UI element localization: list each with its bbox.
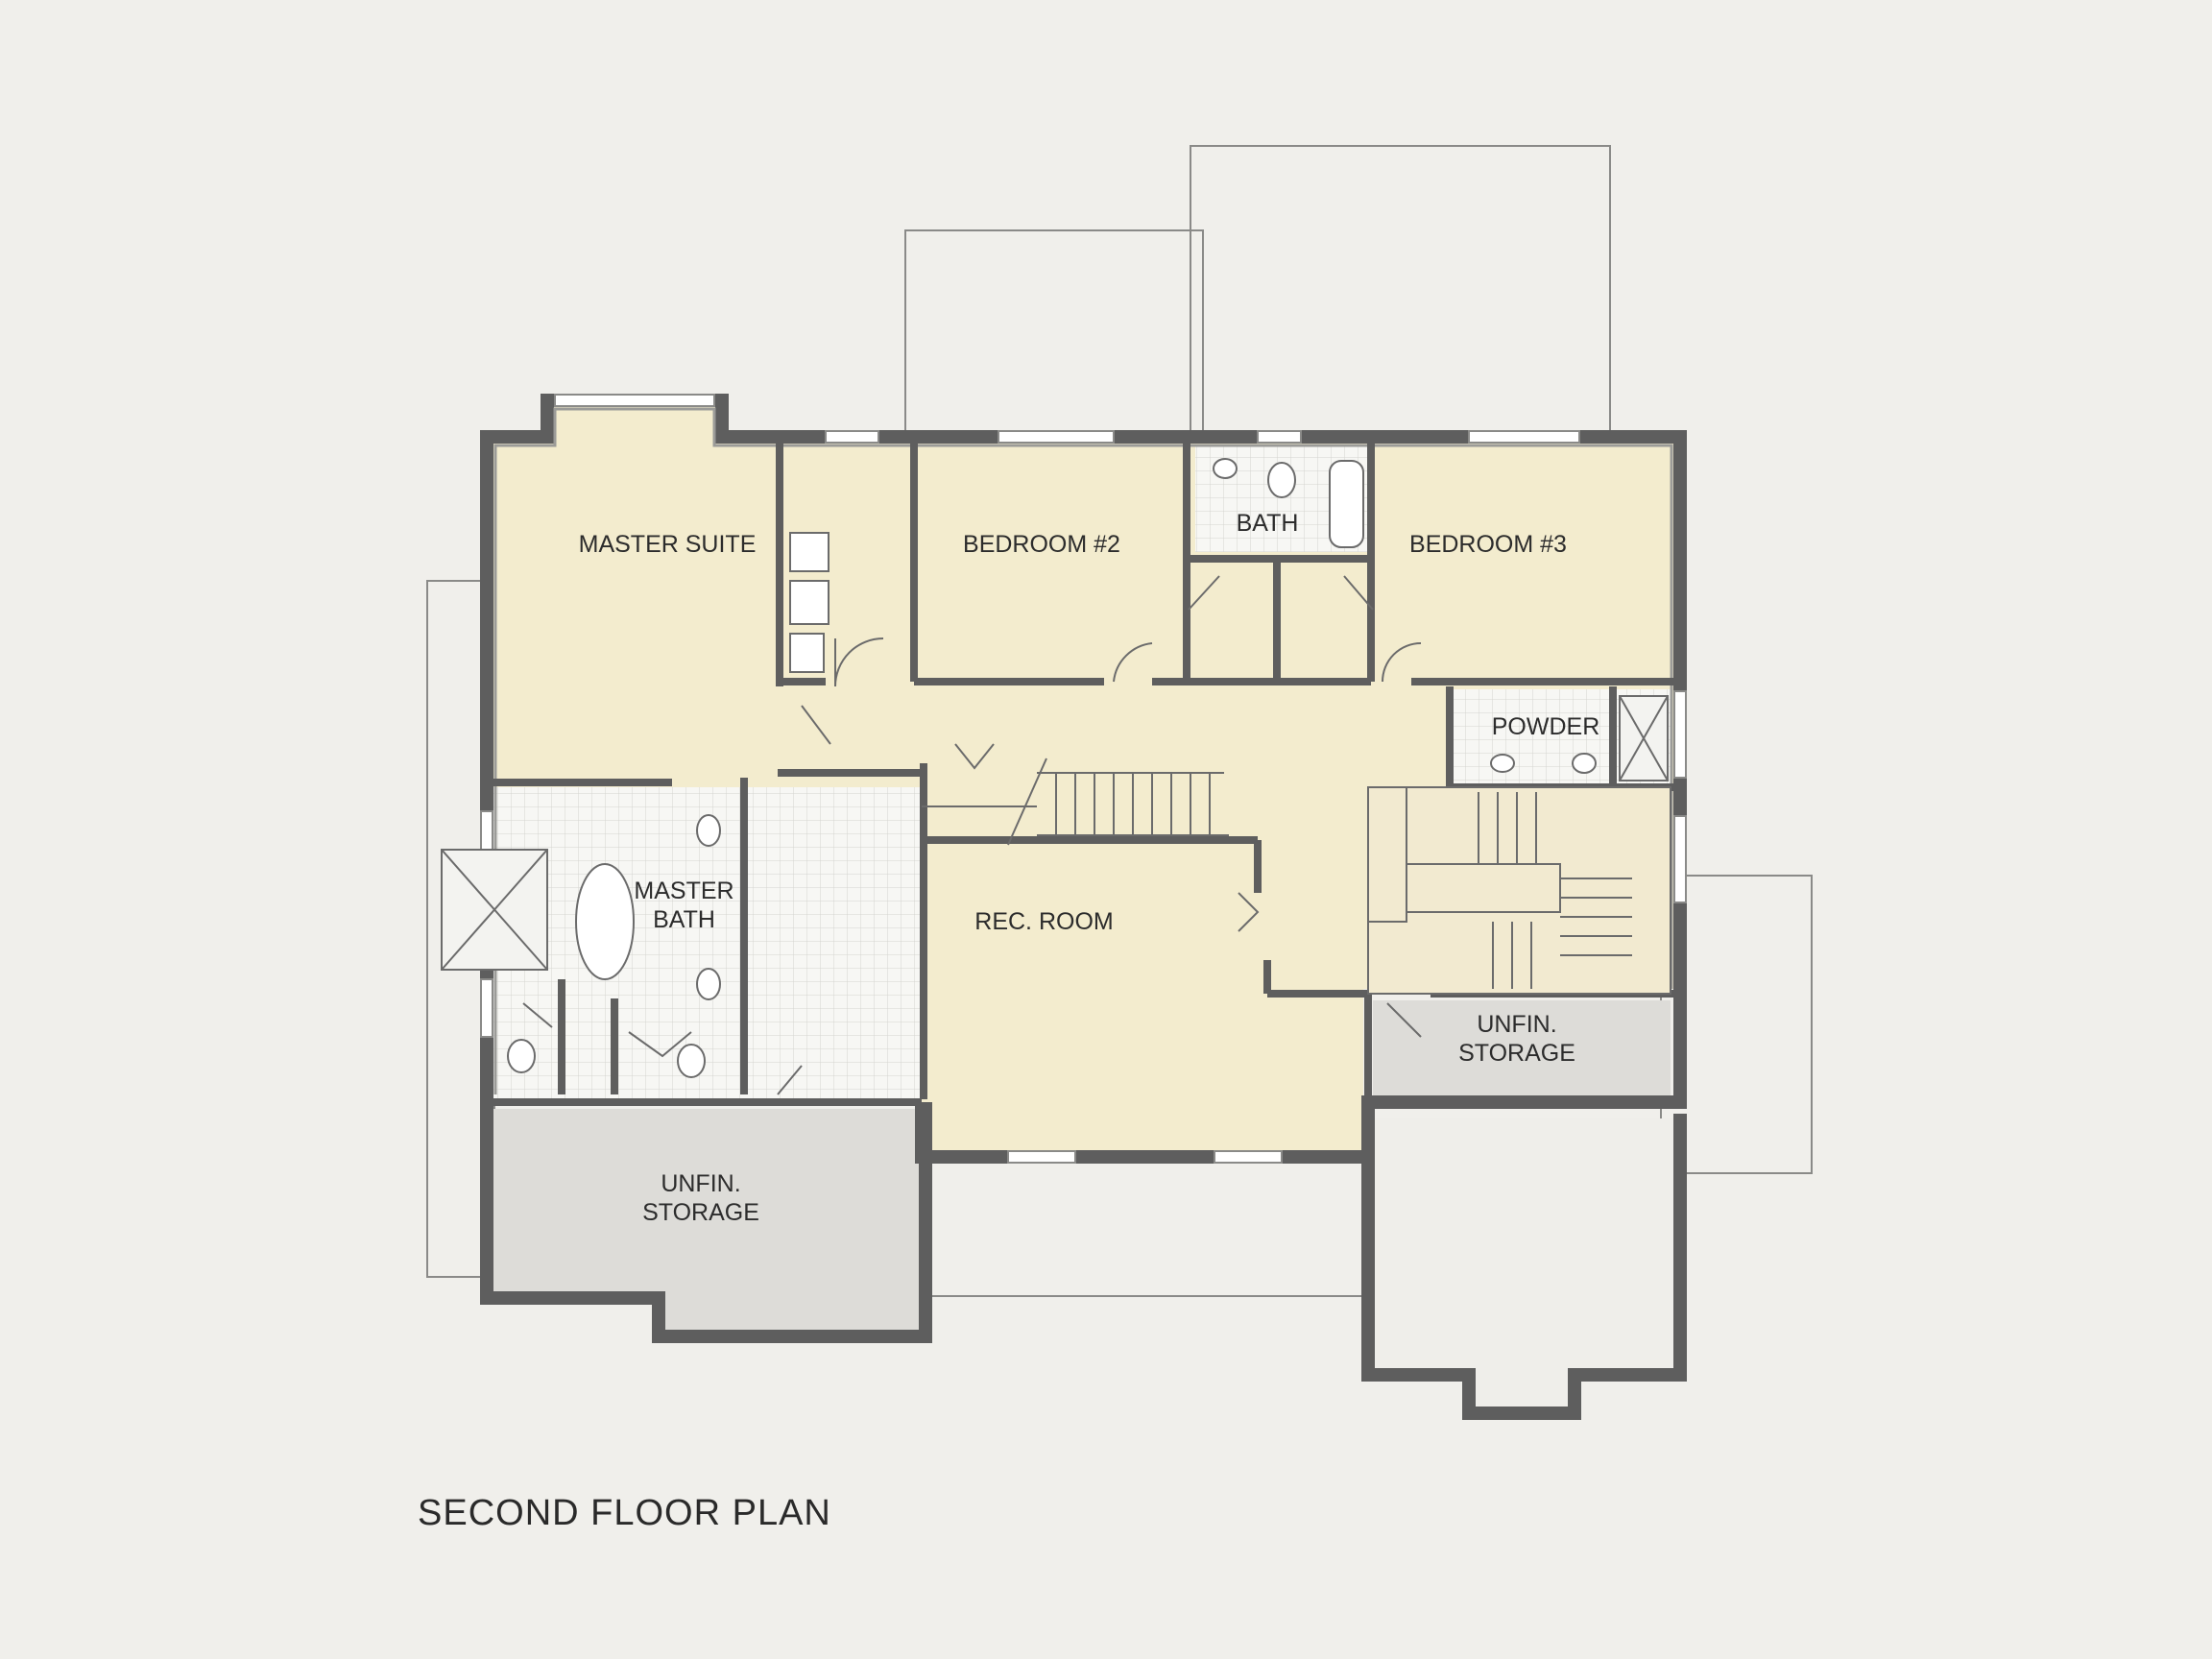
stairs: [922, 757, 1671, 995]
windows: [480, 394, 1687, 1164]
room-label-powder: POWDER: [1491, 713, 1600, 740]
roof-outline-b: [1190, 145, 1611, 438]
room-label-bath: BATH: [1236, 510, 1299, 537]
interior-walls: [490, 442, 1675, 1106]
room-label-rec-room: REC. ROOM: [974, 908, 1114, 935]
plan-title: SECOND FLOOR PLAN: [418, 1493, 831, 1533]
unfin-storage-left-fill: [490, 1109, 922, 1330]
unfin-storage-right-fill: [1373, 1000, 1671, 1101]
room-label-master-suite: MASTER SUITE: [578, 531, 757, 558]
room-label-bedroom-3: BEDROOM #3: [1409, 531, 1567, 558]
room-label-unfin-storage-right: UNFIN. STORAGE: [1458, 1011, 1575, 1067]
storage-fills: [490, 1000, 1675, 1407]
exterior-wall-inner: [493, 407, 1673, 1094]
room-label-master-bath: MASTER BATH: [634, 878, 734, 933]
room-label-bedroom-2: BEDROOM #2: [963, 531, 1120, 558]
door-swings: [522, 575, 1422, 1095]
tub: [575, 863, 635, 980]
room-label-unfin-storage-left: UNFIN. STORAGE: [642, 1170, 759, 1226]
lower-garage-fill: [1373, 1118, 1675, 1407]
bath-tub: [1329, 460, 1364, 548]
roof-outline-a: [904, 229, 1204, 438]
fixtures: [441, 458, 1669, 1078]
